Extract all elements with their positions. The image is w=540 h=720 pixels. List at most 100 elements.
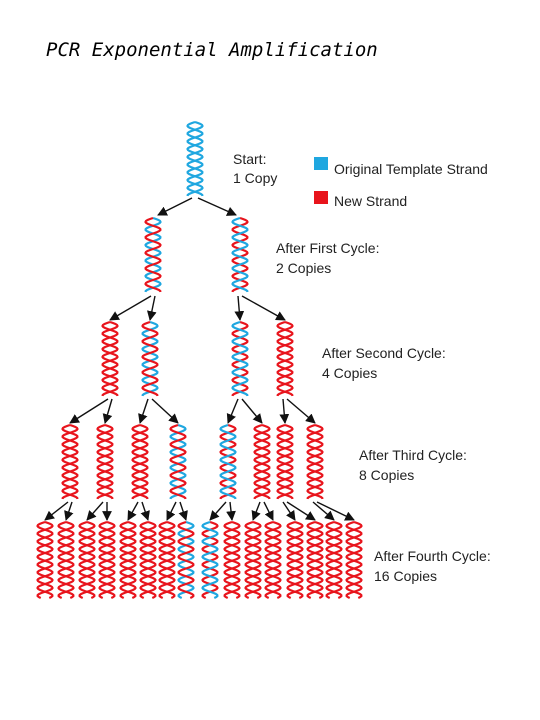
arrow-3-15-icon [316,501,355,521]
arrow-1-2-icon [234,295,245,321]
stage-label-3-count: 8 Copies [359,467,414,483]
helix-gen4-14-icon-strand-2 [325,520,343,599]
arrow-1-0-icon [109,295,152,321]
helix-gen3-7-icon-strand-2 [306,423,324,500]
arrow-3-5-icon [140,501,150,521]
helix-gen0-0-icon-strand-2 [186,120,204,197]
stage-label-1-title: After First Cycle: [276,240,379,256]
helix-gen2-3-icon [276,320,294,397]
stage-label-3-title: After Third Cycle: [359,447,467,463]
stage-label-2-title: After Second Cycle: [322,345,446,361]
helix-gen3-6-icon-strand-2 [276,423,294,500]
helix-gen4-12-icon-strand-1 [286,520,304,599]
helix-gen4-1-icon [57,520,75,599]
helix-gen3-0-icon-strand-2 [61,423,79,500]
helix-gen2-0-icon-strand-2 [101,320,119,397]
arrow-3-2-icon [86,501,104,521]
helix-gen4-11-icon-strand-1 [264,520,282,599]
helix-gen3-2-icon-strand-2 [131,423,149,500]
helix-gen4-5-icon-strand-2 [139,520,157,599]
helix-gen4-0-icon-strand-1 [36,520,54,599]
helix-gen2-1-icon-strand-2 [141,320,159,397]
arrow-2-6-icon [279,398,290,424]
stage-label-1: After First Cycle: 2 Copies [276,240,379,276]
helix-gen4-9-icon-strand-1 [223,520,241,599]
helix-gen1-1-icon [231,216,249,293]
helix-gen2-2-icon-strand-2 [231,320,249,397]
helix-gen3-6-icon [276,423,294,500]
helix-gen2-1-icon [141,320,159,397]
helix-gen4-10-icon [244,520,262,599]
stage-label-1-count: 2 Copies [276,260,331,276]
helix-gen4-9-icon-strand-2 [223,520,241,599]
helix-gen4-3-icon-strand-2 [98,520,116,599]
helix-gen4-2-icon-strand-2 [78,520,96,599]
helix-gen3-2-icon [131,423,149,500]
helix-gen4-15-icon [345,520,363,599]
arrow-3-14-icon [312,501,335,521]
helix-gen4-2-icon [78,520,96,599]
helix-gen4-3-icon-strand-1 [98,520,116,599]
helix-gen4-5-icon [139,520,157,599]
helix-gen4-6-icon [158,520,176,599]
arrow-0-0-icon [157,197,193,216]
arrow-3-9-icon [226,501,236,521]
stage-label-0-count: 1 Copy [233,170,277,186]
helix-gen3-1-icon-strand-2 [96,423,114,500]
legend: Original Template Strand New Strand [314,157,488,209]
helix-gen4-6-icon-strand-1 [158,520,176,599]
arrow-3-10-icon [251,501,261,521]
arrow-1-1-icon [147,295,157,321]
arrow-1-3-icon [241,295,286,321]
helix-gen4-12-icon-strand-2 [286,520,304,599]
stage-label-2: After Second Cycle: 4 Copies [322,345,446,381]
arrow-3-0-icon [44,501,69,521]
helix-gen1-0-icon-strand-2 [144,216,162,293]
stage-label-2-count: 4 Copies [322,365,377,381]
arrow-2-4-icon [226,398,239,424]
helix-gen3-3-icon [169,423,187,500]
helix-gen4-11-icon [264,520,282,599]
helix-gen4-4-icon-strand-1 [119,520,137,599]
helix-gen2-3-icon-strand-2 [276,320,294,397]
helix-gen4-2-icon-strand-1 [78,520,96,599]
helix-gen1-1-icon-strand-2 [231,216,249,293]
helix-gen4-11-icon-strand-2 [264,520,282,599]
helix-gen2-0-icon [101,320,119,397]
helix-gen4-13-icon-strand-2 [306,520,324,599]
helix-gen4-7-icon-strand-1 [177,520,195,599]
stage-label-4-title: After Fourth Cycle: [374,548,491,564]
helix-gen4-4-icon-strand-2 [119,520,137,599]
helix-gen3-3-icon-strand-2 [169,423,187,500]
helix-gen3-1-icon [96,423,114,500]
helix-gen4-14-icon-strand-1 [325,520,343,599]
helix-gen4-6-icon-strand-2 [158,520,176,599]
helix-gen4-3-icon [98,520,116,599]
helix-gen2-2-icon [231,320,249,397]
helix-gen4-0-icon-strand-2 [36,520,54,599]
helix-gen3-5-icon-strand-2 [253,423,271,500]
arrow-2-3-icon [151,398,179,424]
stage-label-0-title: Start: [233,151,266,167]
stage-label-4: After Fourth Cycle: 16 Copies [374,548,491,584]
helix-gen4-14-icon [325,520,343,599]
arrow-3-6-icon [166,501,177,521]
legend-label-template: Original Template Strand [334,161,488,177]
helix-gen3-7-icon [306,423,324,500]
legend-swatch-template-icon [314,157,328,170]
legend-label-new: New Strand [334,193,407,209]
helix-layer [36,120,363,599]
arrow-2-7-icon [286,398,316,424]
stage-label-3: After Third Cycle: 8 Copies [359,447,467,483]
helix-gen3-0-icon [61,423,79,500]
helix-gen0-0-icon [186,120,204,197]
helix-gen4-9-icon [223,520,241,599]
helix-gen4-8-icon-strand-2 [201,520,219,599]
helix-gen4-7-icon [177,520,195,599]
stage-label-0: Start: 1 Copy [233,151,277,186]
page-title: PCR Exponential Amplification [46,39,378,61]
legend-swatch-new-icon [314,191,328,204]
arrow-3-7-icon [178,501,188,521]
helix-gen4-8-icon [201,520,219,599]
helix-gen4-0-icon [36,520,54,599]
